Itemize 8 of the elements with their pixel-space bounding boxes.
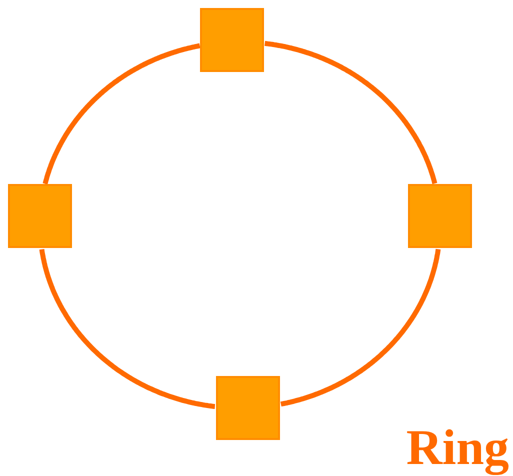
ring-link — [39, 248, 216, 409]
network-node — [216, 376, 280, 440]
network-node — [408, 184, 472, 248]
ring-link — [264, 40, 438, 185]
network-node — [8, 184, 72, 248]
ring-link — [280, 248, 441, 407]
ring-link — [42, 43, 201, 185]
network-node — [200, 8, 264, 72]
